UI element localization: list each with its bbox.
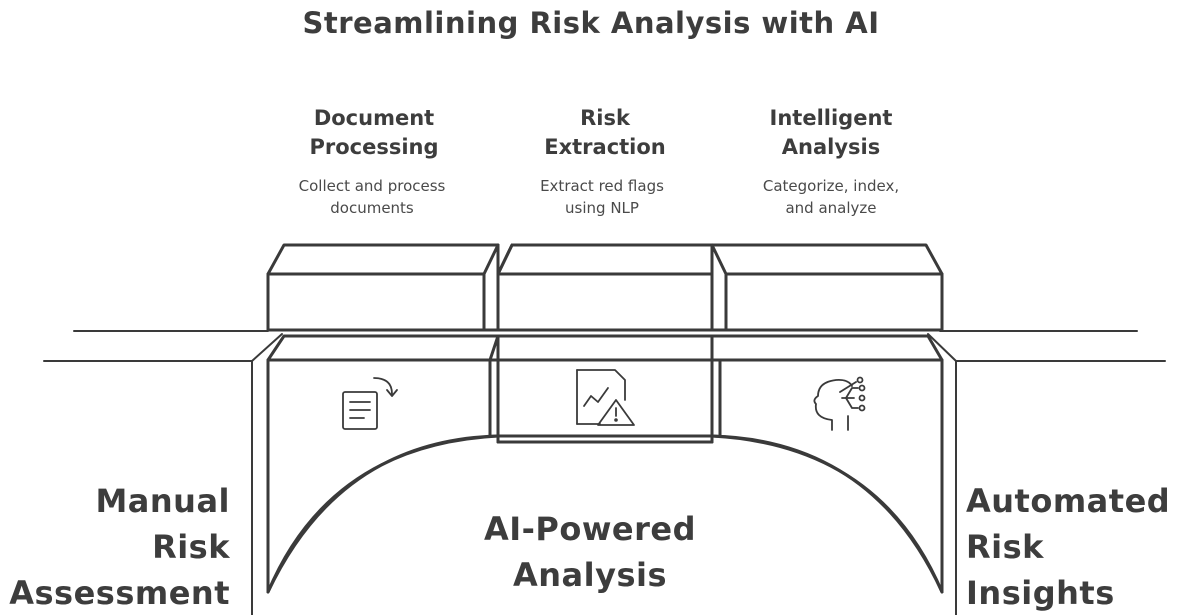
step-3-description: Categorize, index, and analyze [716,175,946,219]
step-2-desc-line2: using NLP [565,199,639,217]
top-block-3 [710,243,944,332]
step-1-title-line2: Processing [309,135,439,159]
center-label-line2: Analysis [512,556,668,594]
left-label-line1: Manual [95,482,230,520]
step-3-desc-line2: and analyze [785,199,877,217]
step-1-desc-line1: Collect and process [298,177,446,195]
step-1-title-line1: Document [313,106,435,130]
step-3-title-line2: Analysis [781,135,881,159]
step-2-title-line1: Risk [580,106,630,130]
left-cliff [43,330,283,615]
step-1-description: Collect and process documents [257,175,487,219]
step-2-title-line2: Extraction [544,135,666,159]
center-label-line1: AI-Powered [483,510,697,548]
step-1-title: Document Processing [259,104,489,162]
top-block-1 [266,243,500,332]
step-3-desc-line1: Categorize, index, [762,177,900,195]
right-label-line1: Automated [966,482,1171,520]
step-2-description: Extract red flags using NLP [487,175,717,219]
right-label: Automated Risk Insights [966,478,1180,616]
left-label: Manual Risk Assessment [0,478,230,616]
step-3-title-line1: Intelligent [769,106,893,130]
lower-blocks [266,334,944,444]
right-cliff [927,330,1166,615]
chart-warning-icon [576,369,635,426]
bridge-arch [266,358,944,594]
ai-head-icon [813,376,866,431]
diagram-title: Streamlining Risk Analysis with AI [302,6,880,40]
step-1-desc-line2: documents [330,199,414,217]
step-3-title: Intelligent Analysis [716,104,946,162]
left-label-line3: Assessment [9,574,230,612]
right-label-line3: Insights [966,574,1115,612]
top-block-2 [496,243,714,332]
step-2-title: Risk Extraction [490,104,720,162]
document-process-icon [342,377,398,430]
step-2-desc-line1: Extract red flags [540,177,664,195]
left-label-line2: Risk [152,528,230,566]
center-label: AI-Powered Analysis [440,506,740,598]
right-label-line2: Risk [966,528,1044,566]
